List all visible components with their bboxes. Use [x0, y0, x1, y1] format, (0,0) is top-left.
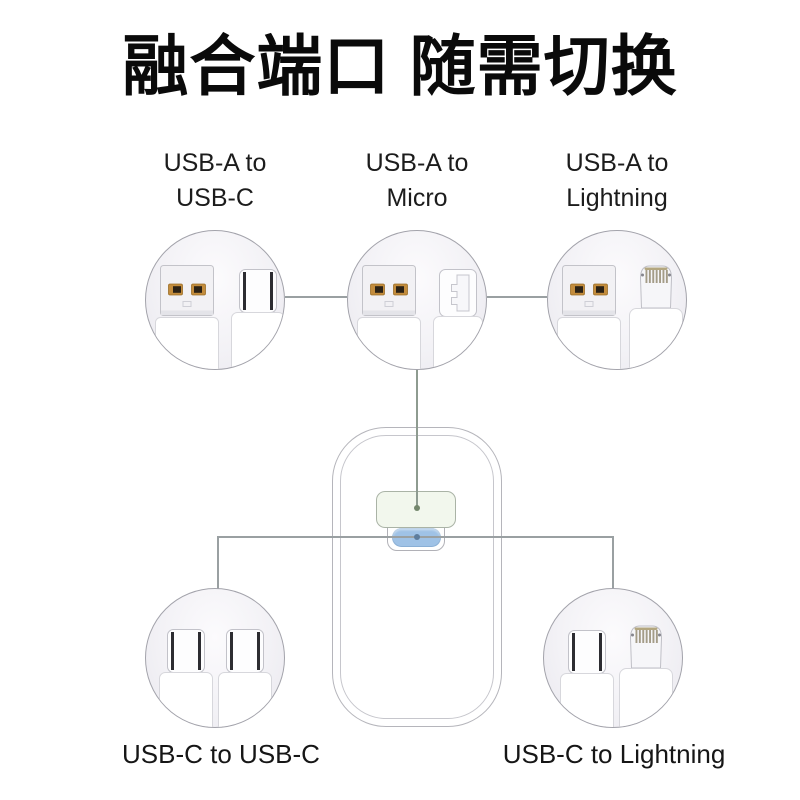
port-lightning: [618, 622, 674, 727]
port-circle-usb-c-to-lightning: [543, 588, 683, 728]
port-usb-a: [554, 263, 624, 369]
port-circle-usb-a-to-usb-c: [145, 230, 285, 370]
usb-a-plug-icon: [357, 265, 421, 369]
label-line: Micro: [386, 184, 448, 212]
port-micro: [432, 267, 484, 369]
connector-line-micro-to-device: [416, 368, 418, 508]
port-combo-label-usb-a-usb-c: USB-A to USB-C: [105, 146, 325, 216]
connector-line-drop-right: [612, 537, 614, 590]
port-circle-usb-c-to-usb-c: [145, 588, 285, 728]
usb-a-plug-icon: [155, 265, 219, 369]
label-line: USB-A to: [365, 149, 469, 177]
connector-line-circle2-circle3: [487, 296, 547, 298]
port-combo-label-usb-a-lightning: USB-A to Lightning: [507, 146, 727, 216]
connection-node-green: [414, 505, 420, 511]
lightning-plug-icon: [619, 625, 673, 727]
port-usb-a: [354, 263, 424, 369]
usb-c-plug-icon: [159, 629, 213, 727]
port-usb-c: [217, 627, 273, 727]
usb-a-plug-icon: [557, 265, 621, 369]
port-circle-usb-a-to-micro: [347, 230, 487, 370]
connector-line-drop-left: [217, 537, 219, 590]
connector-line-circle1-circle2: [285, 296, 347, 298]
port-usb-c: [158, 627, 214, 727]
usb-c-plug-icon: [231, 269, 284, 369]
label-line: Lightning: [566, 184, 668, 212]
micro-usb-plug-icon: [433, 269, 483, 369]
port-usb-c: [559, 628, 615, 727]
lightning-plug-icon: [629, 265, 683, 369]
usb-c-plug-icon: [560, 630, 614, 727]
port-lightning: [628, 262, 684, 369]
page-title: 融合端口 随需切换: [122, 29, 678, 103]
connection-node-blue: [414, 534, 420, 540]
port-combo-label-usb-a-micro: USB-A to Micro: [307, 146, 527, 216]
port-usb-a: [152, 263, 222, 369]
label-line: USB-A to: [565, 149, 669, 177]
port-usb-c: [230, 267, 284, 369]
label-line: USB-A to: [163, 149, 267, 177]
label-line: USB-C: [176, 184, 254, 212]
port-combo-label-usb-c-lightning: USB-C to Lightning: [502, 739, 726, 769]
usb-c-plug-icon: [218, 629, 272, 727]
port-circle-usb-a-to-lightning: [547, 230, 687, 370]
port-combo-label-usb-c-usb-c: USB-C to USB-C: [122, 739, 320, 769]
